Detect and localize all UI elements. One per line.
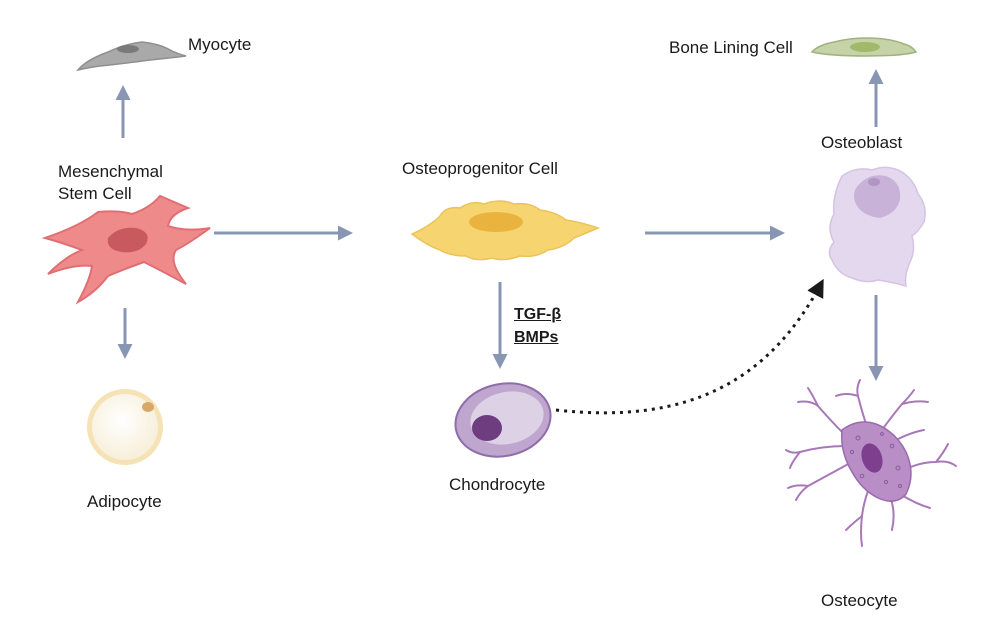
myocyte-label: Myocyte [188, 35, 252, 54]
osteoprogenitor-label: Osteoprogenitor Cell [402, 159, 558, 178]
osteocyte-cell [785, 379, 957, 547]
msc-label-line2: Stem Cell [58, 184, 132, 203]
growth-factor-label-tgf: TGF-β [514, 306, 562, 323]
adipocyte-cell [87, 389, 163, 465]
arrow-chondrocyte-to-osteoblast-dotted [555, 278, 824, 415]
bone-lining-cell [810, 37, 918, 57]
msc-label-line1: Mesenchymal [58, 162, 163, 181]
adipocyte-label: Adipocyte [87, 492, 162, 511]
myocyte-cell [76, 41, 187, 72]
chondrocyte-cell [454, 382, 552, 458]
osteoblast-label: Osteoblast [821, 133, 903, 152]
osteocyte-body [840, 421, 912, 502]
osteoblast-cell [828, 166, 926, 288]
growth-factor-label-bmps: BMPs [514, 329, 559, 346]
osteoprogenitor-cell [410, 200, 601, 261]
bone-lining-cell-label: Bone Lining Cell [669, 38, 793, 57]
osteocyte-label: Osteocyte [821, 591, 898, 610]
mesenchymal-stem-cell [41, 194, 211, 305]
chondrocyte-label: Chondrocyte [449, 475, 546, 494]
